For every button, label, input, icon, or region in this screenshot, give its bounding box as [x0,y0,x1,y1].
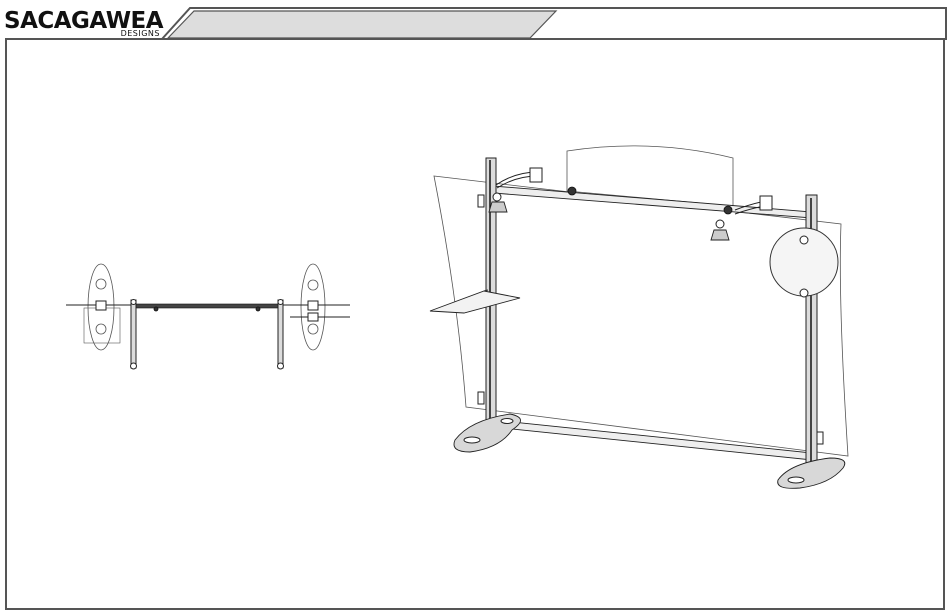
brand-logo-sub: DESIGNS [121,29,160,38]
round-sign-fixing-top [800,236,808,244]
left-upright-clip-bottom [478,392,484,404]
clamp-right [308,301,318,310]
left-leg-cap [131,300,136,305]
header-right-knob [724,206,732,214]
left-base-slot [464,437,480,443]
right-leg-foot [278,363,284,369]
right-base-slot [788,477,804,483]
clamp-left [96,301,106,310]
left-light-mount [530,168,542,182]
right-oval-hole-bottom [308,324,318,334]
left-leg [131,300,136,368]
3d-display-diagram [430,146,848,488]
title-tab [168,11,556,38]
left-lamp-knuckle [493,193,501,201]
connector-dot-2 [256,307,260,311]
left-oval-hole-bottom [96,324,106,334]
right-lamp-knuckle [716,220,724,228]
left-upright-clip-top [478,195,484,207]
left-base-slot-2 [501,419,513,424]
right-spot-lamp [711,230,729,240]
clamp-right-lower [308,313,318,321]
header-left-knob [568,187,576,195]
right-base-plate [778,458,845,488]
left-leg-foot [131,363,137,369]
right-leg-cap [278,300,283,305]
header: SACAGAWEA DESIGNS [4,8,946,39]
left-spot-lamp [489,202,507,212]
right-oval-hole-top [308,280,318,290]
right-upright-clip [817,432,823,444]
top-view-diagram [66,264,350,369]
right-leg [278,300,283,368]
connector-dot [154,307,158,311]
round-sign-fixing-bottom [800,289,808,297]
right-light-mount [760,196,772,210]
left-oval-hole-top [96,279,106,289]
